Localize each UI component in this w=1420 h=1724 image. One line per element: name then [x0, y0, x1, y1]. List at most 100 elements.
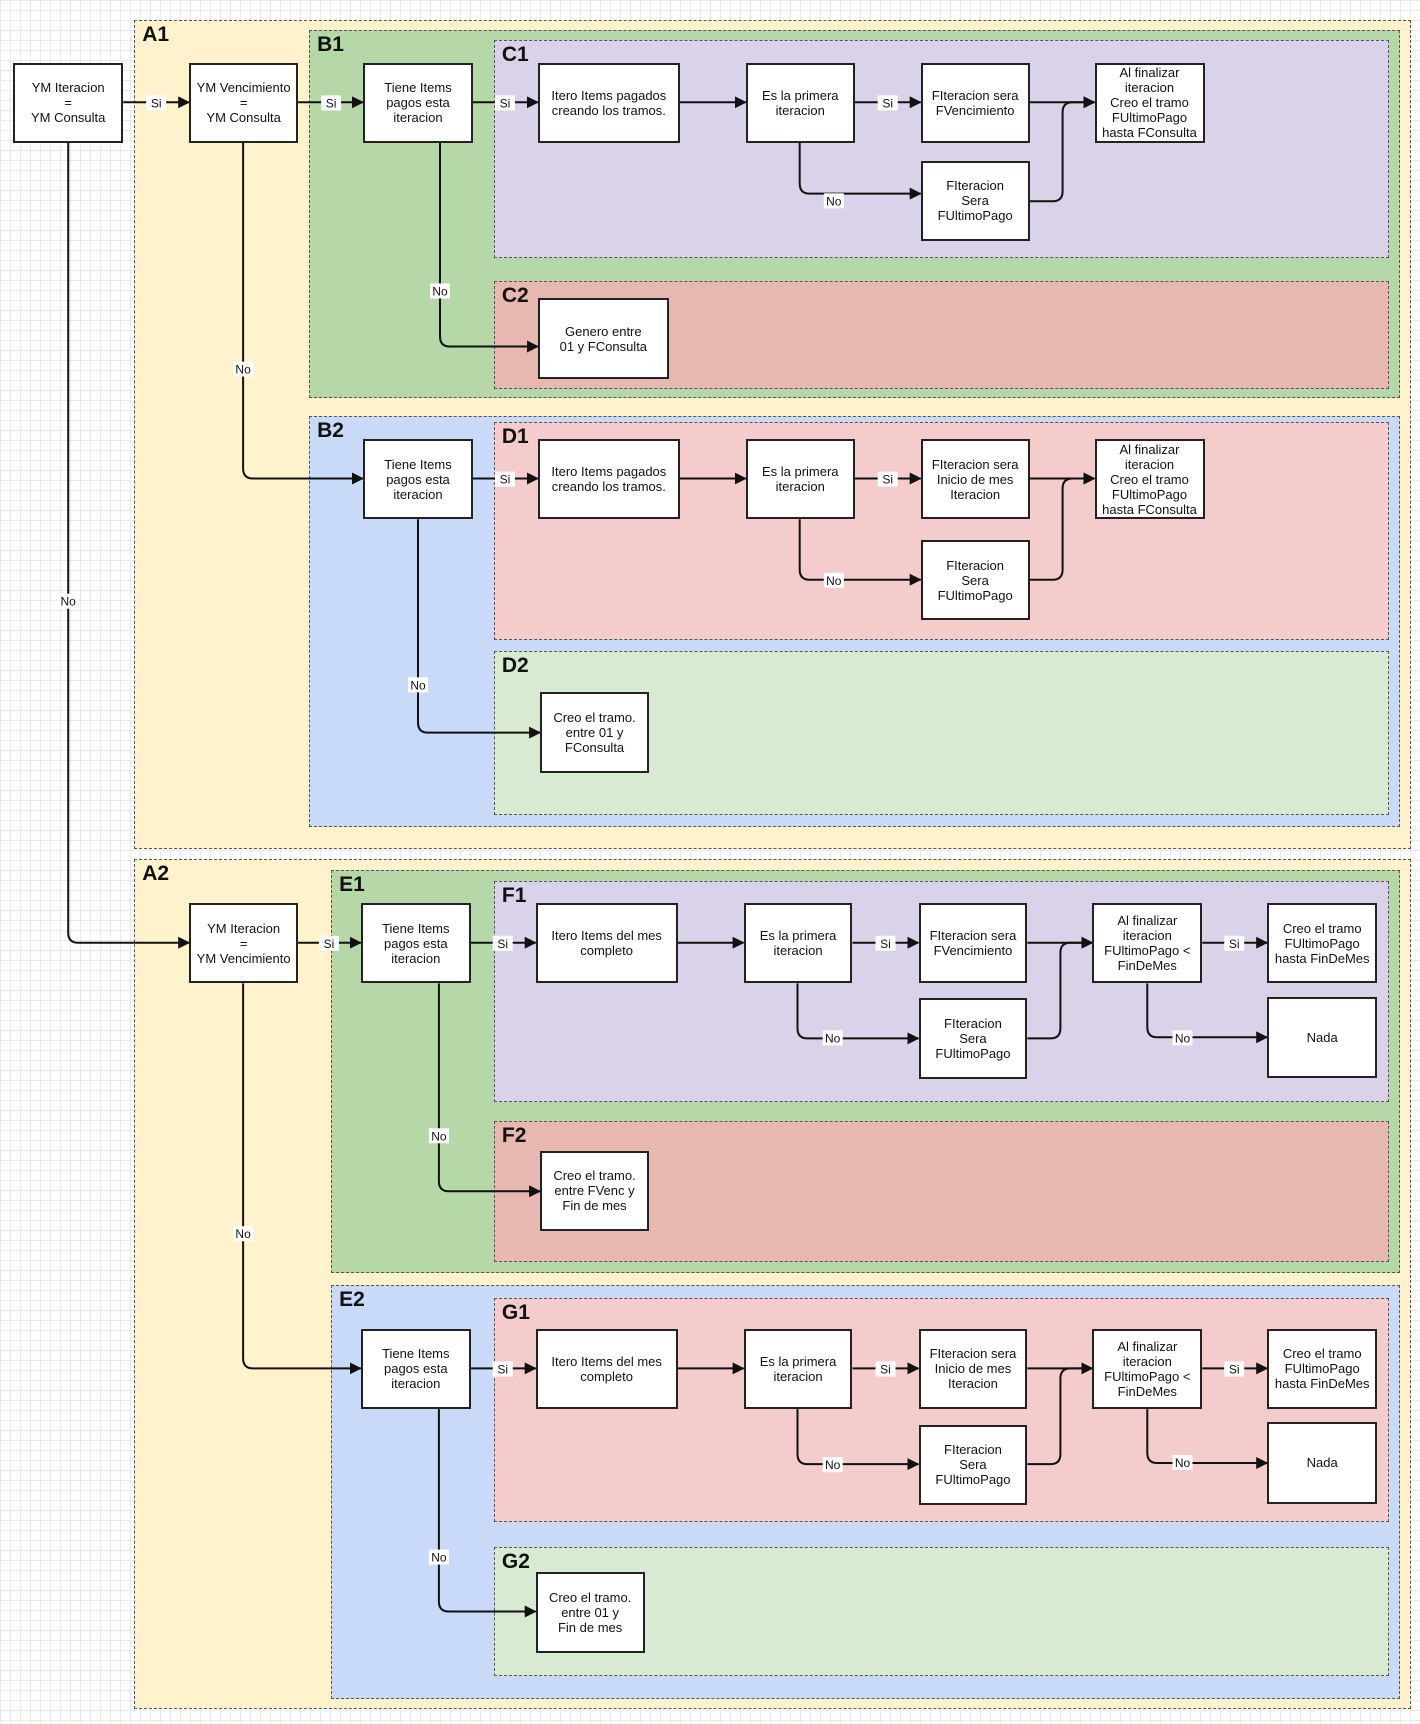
edge-a1_venc-to-b1_items: Si: [298, 95, 364, 111]
edge-arrow: [242, 983, 362, 1375]
flow-node-d1-fultimo[interactable]: FIteracion Sera FUltimoPago: [920, 540, 1030, 621]
edge-label-background: [408, 677, 428, 693]
edge-arrow: [439, 143, 539, 353]
edge-label-background: [823, 572, 844, 588]
edge-label-background: [146, 95, 167, 111]
edge-label: No: [826, 574, 842, 588]
edge-a2_venc-to-e1_items: Si: [298, 935, 362, 951]
edge-label: No: [431, 1129, 447, 1143]
edge-label-background: [233, 1226, 254, 1242]
region-label: C2: [501, 283, 529, 307]
flow-node-d1-primera[interactable]: Es la primera iteracion: [745, 438, 855, 520]
edge-c1_primera-to-c1_fultimo: No: [798, 143, 922, 209]
edge-label: Si: [324, 937, 335, 951]
flow-node-f1-nada[interactable]: Nada: [1267, 996, 1378, 1078]
flow-node-c1-fvenc[interactable]: FIteracion sera FVencimiento: [920, 62, 1030, 143]
edge-arrow: [67, 143, 191, 949]
edge-label-background: [494, 471, 515, 487]
flow-node-a2-venc[interactable]: YM Iteracion = YM Vencimiento: [189, 903, 299, 984]
edge-arrow: [798, 519, 922, 586]
edge-e1_items-to-f1_itero: Si: [470, 935, 537, 951]
flow-node-d1-inicio[interactable]: FIteracion sera Inicio de mes Iteracion: [920, 438, 1030, 520]
edge-arrow: [417, 519, 542, 739]
edge-label: No: [1175, 1456, 1191, 1470]
flow-node-g1-fultimo[interactable]: FIteracion Sera FUltimoPago: [918, 1424, 1028, 1505]
edge-arrow: [798, 143, 922, 200]
flow-node-g1-creo[interactable]: Creo el tramo FUltimoPago hasta FinDeMes: [1267, 1328, 1378, 1410]
edge-label-background: [1172, 1455, 1193, 1470]
edge-label: Si: [1229, 937, 1240, 951]
flow-node-c2-genero[interactable]: Genero entre 01 y FConsulta: [537, 298, 669, 380]
flow-node-d1-final[interactable]: Al finalizar iteracion Creo el tramo FUl…: [1094, 438, 1205, 520]
edge-f1_primera-to-f1_fvenc: Si: [852, 935, 920, 951]
flow-node-g1-final[interactable]: Al finalizar iteracion FUltimoPago < Fin…: [1092, 1328, 1203, 1410]
edge-f1_final-to-f1_creo: Si: [1202, 935, 1269, 951]
flow-node-b2-items[interactable]: Tiene Items pagos esta iteracion: [363, 438, 473, 520]
flow-node-c1-primera[interactable]: Es la primera iteracion: [745, 62, 855, 143]
edge-label: No: [825, 1031, 841, 1045]
flow-node-g1-itero[interactable]: Itero Items del mes completo: [535, 1328, 678, 1410]
edge-label: Si: [882, 473, 893, 487]
edge-arrow: [796, 1409, 920, 1471]
edge-label: No: [410, 678, 426, 692]
edge-label: No: [61, 595, 77, 609]
edge-label: Si: [880, 1363, 891, 1377]
flow-node-a1-venc[interactable]: YM Vencimiento = YM Consulta: [189, 62, 299, 143]
edge-label: Si: [497, 937, 508, 951]
flow-node-g1-nada[interactable]: Nada: [1267, 1422, 1378, 1504]
edge-label: No: [432, 285, 448, 299]
edge-f1_final-to-f1_nada: No: [1146, 983, 1269, 1046]
flow-node-start[interactable]: YM Iteracion = YM Consulta: [13, 62, 124, 143]
edge-label: Si: [497, 1363, 508, 1377]
flow-node-f1-fultimo[interactable]: FIteracion Sera FUltimoPago: [918, 997, 1028, 1080]
flow-node-d1-itero[interactable]: Itero Items pagados creando los tramos.: [537, 438, 680, 520]
edge-label: Si: [151, 96, 162, 110]
flow-node-f1-itero[interactable]: Itero Items del mes completo: [535, 903, 678, 984]
region-label: D2: [501, 654, 529, 678]
region-label: E2: [339, 1287, 365, 1311]
edge-label-background: [428, 1549, 449, 1565]
flow-node-c1-fultimo[interactable]: FIteracion Sera FUltimoPago: [920, 160, 1030, 241]
flow-node-f1-final[interactable]: Al finalizar iteracion FUltimoPago < Fin…: [1092, 903, 1203, 984]
region-label: F1: [501, 884, 527, 908]
edge-label-background: [233, 361, 254, 377]
edge-e1_items-to-f2_creo: No: [428, 983, 542, 1198]
edge-arrow: [1146, 1409, 1269, 1469]
flow-node-g2-creo[interactable]: Creo el tramo. entre 01 y Fin de mes: [535, 1571, 645, 1654]
edge-a2_venc-to-e2_items: No: [233, 983, 362, 1375]
edge-label-background: [877, 471, 898, 487]
edge-label-background: [494, 95, 515, 111]
edge-label-background: [58, 593, 79, 609]
edge-label-background: [875, 1361, 896, 1377]
flow-node-f1-creo[interactable]: Creo el tramo FUltimoPago hasta FinDeMes: [1267, 903, 1378, 984]
edge-label-background: [321, 95, 342, 111]
edge-g1_final-to-g1_nada: No: [1146, 1409, 1269, 1470]
region-label: F2: [501, 1123, 527, 1147]
edge-arrow: [1029, 472, 1096, 581]
edge-b1_items-to-c2_genero: No: [430, 143, 539, 353]
flow-node-f1-primera[interactable]: Es la primera iteracion: [743, 903, 853, 984]
flow-node-c1-itero[interactable]: Itero Items pagados creando los tramos.: [537, 62, 680, 143]
edge-label-background: [822, 1457, 843, 1473]
region-label: G2: [501, 1549, 530, 1573]
flow-node-e2-items[interactable]: Tiene Items pagos esta iteracion: [360, 1328, 471, 1410]
edge-e2_items-to-g2_creo: No: [428, 1409, 537, 1618]
flow-node-e1-items[interactable]: Tiene Items pagos esta iteracion: [360, 903, 471, 984]
flow-node-g1-primera[interactable]: Es la primera iteracion: [743, 1328, 853, 1410]
edge-arrow: [437, 1409, 537, 1618]
region-label: A2: [142, 862, 170, 886]
edge-label-background: [823, 193, 844, 209]
flow-node-g1-inicio[interactable]: FIteracion sera Inicio de mes Iteracion: [918, 1328, 1028, 1410]
flow-node-c1-final[interactable]: Al finalizar iteracion Creo el tramo FUl…: [1094, 62, 1205, 143]
edge-g1_primera-to-g1_inicio: Si: [852, 1361, 920, 1377]
region-label: B2: [317, 418, 344, 442]
flow-node-d2-creo[interactable]: Creo el tramo. entre 01 y FConsulta: [540, 691, 649, 774]
flow-node-f2-creo[interactable]: Creo el tramo. entre FVenc y Fin de mes: [540, 1150, 649, 1231]
edge-label-background: [428, 1128, 449, 1144]
flow-node-f1-fvenc[interactable]: FIteracion sera FVencimiento: [918, 903, 1028, 984]
flow-node-b1-items[interactable]: Tiene Items pagos esta iteracion: [363, 62, 473, 143]
edge-label: No: [825, 1458, 841, 1472]
edge-arrow: [437, 983, 542, 1198]
